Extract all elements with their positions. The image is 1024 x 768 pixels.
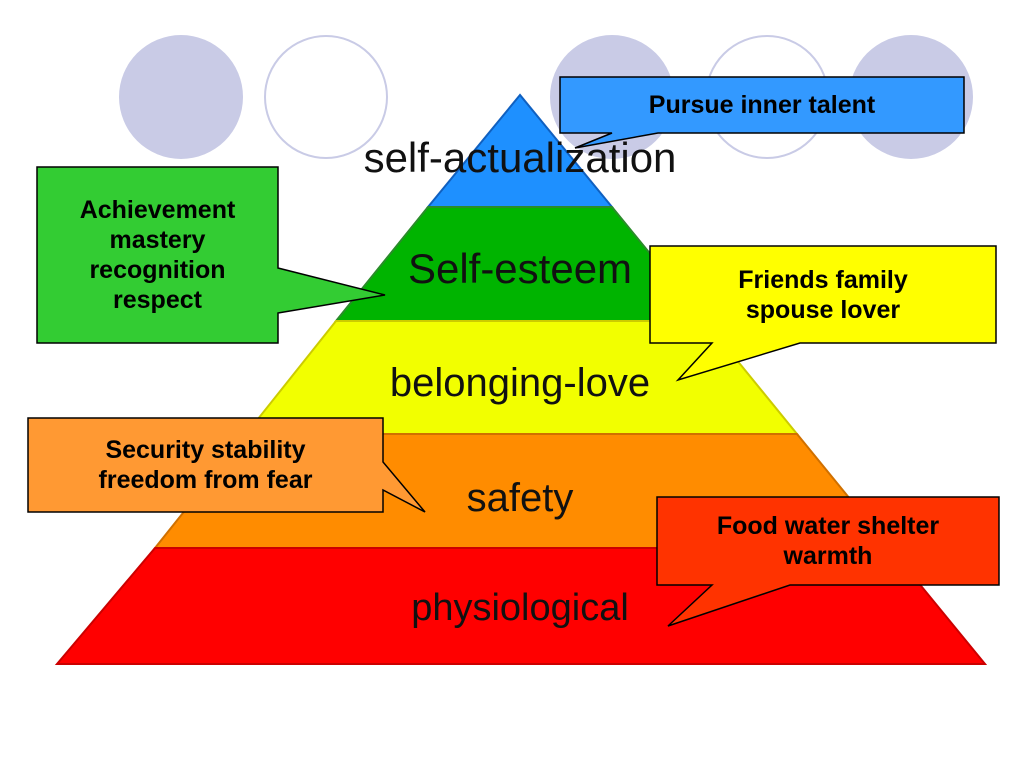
callout-security-text: Security stability freedom from fear <box>98 436 313 494</box>
level-label-self-esteem: Self-esteem <box>408 245 632 292</box>
level-label-self-actualization: self-actualization <box>364 134 677 181</box>
decorative-circle-1 <box>119 35 243 159</box>
level-label-belonging-love: belonging-love <box>390 361 650 405</box>
callout-friends-shape <box>649 245 997 382</box>
callout-security-shape <box>27 417 426 513</box>
callout-food-shape <box>656 496 1000 627</box>
decorative-circle-2 <box>264 35 388 159</box>
callout-pursue-shape <box>559 76 965 149</box>
callout-pursue-text: Pursue inner talent <box>648 91 876 119</box>
callout-friends-text: Friends family spouse lover <box>738 265 908 324</box>
callout-achievement-text: Achievement mastery recognition respect <box>79 196 236 314</box>
callout-food-text: Food water shelter warmth <box>716 512 940 570</box>
level-label-physiological: physiological <box>411 587 629 629</box>
callout-achievement-shape <box>36 166 386 344</box>
level-label-safety: safety <box>467 476 574 520</box>
